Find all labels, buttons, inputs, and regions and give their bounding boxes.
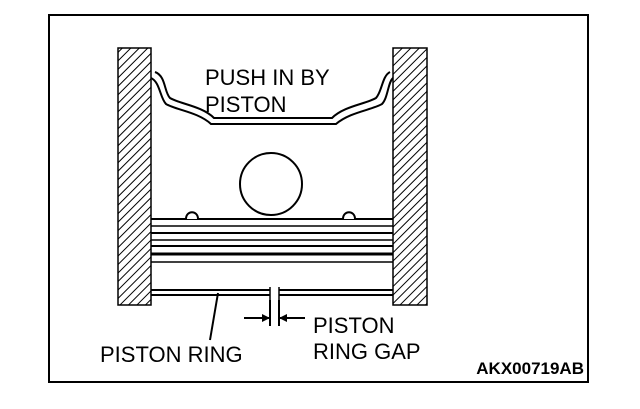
piston-ring	[151, 287, 393, 300]
push-in-label-line2: PISTON	[205, 92, 287, 117]
figure-border	[48, 14, 589, 383]
figure-code: AKX00719AB	[476, 359, 584, 378]
push-in-label-line1: PUSH IN BY	[205, 65, 330, 90]
ring-gap-label-line1: PISTON	[313, 313, 395, 338]
piston-ring-leader	[209, 292, 219, 341]
cylinder-wall-left	[117, 47, 152, 306]
piston-pin-boss	[239, 152, 303, 216]
ring-gap-label-line2: RING GAP	[313, 339, 421, 364]
cylinder-wall-right	[392, 47, 428, 306]
piston-ring-label: PISTON RING	[100, 342, 243, 367]
piston-ring-grooves	[151, 211, 393, 263]
piston-crown	[150, 71, 394, 125]
ring-gap-dimension	[244, 300, 305, 326]
